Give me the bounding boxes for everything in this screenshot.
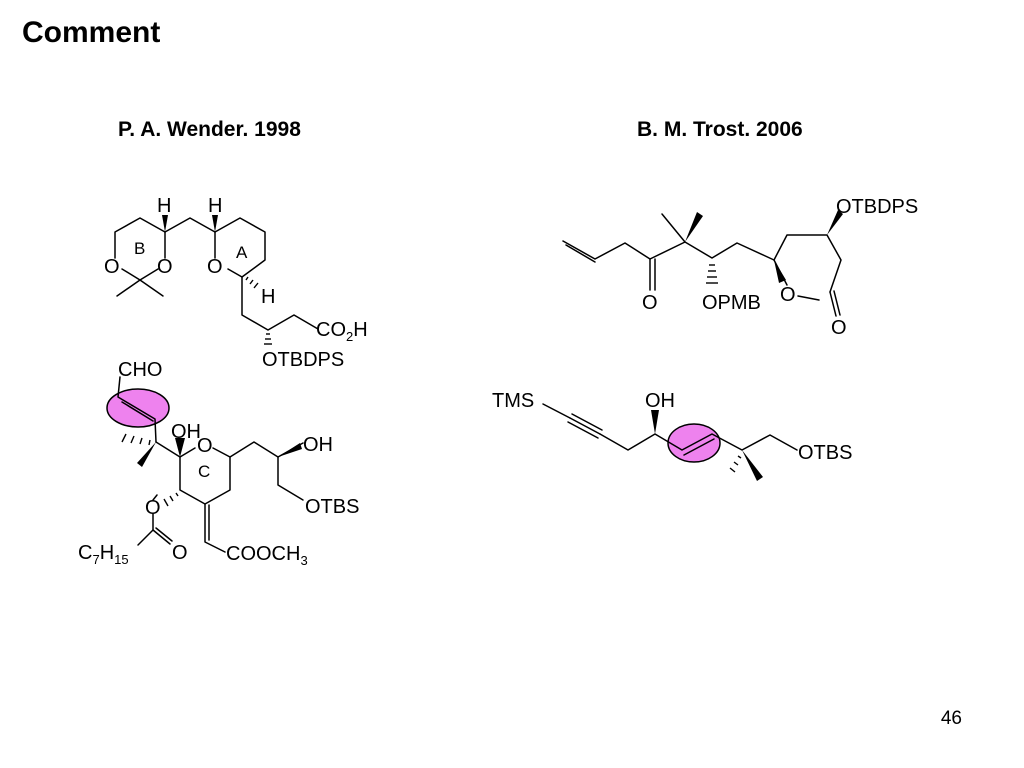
otbs-label: OTBS bbox=[305, 496, 359, 518]
atom-label: O bbox=[145, 497, 161, 519]
atom-label: O bbox=[197, 435, 213, 457]
hash-bond bbox=[264, 333, 272, 345]
wender-heading: P. A. Wender. 1998 bbox=[118, 118, 301, 141]
wedge-bond bbox=[137, 442, 156, 467]
atom-label: O bbox=[157, 256, 173, 278]
otbdps-label: OTBDPS bbox=[836, 196, 918, 218]
hash-bond bbox=[729, 455, 742, 473]
wedge-bond bbox=[162, 215, 168, 232]
otbdps-label: OTBDPS bbox=[262, 349, 344, 371]
ester-label: COOCH3 bbox=[226, 543, 308, 568]
hash-bond bbox=[706, 264, 718, 284]
atom-label: H bbox=[157, 195, 171, 217]
atom-label: O bbox=[207, 256, 223, 278]
slide-title: Comment bbox=[22, 16, 161, 49]
wender-fragment-structure: CHO OH O C OH OTBS O C7H15 O COOCH3 bbox=[78, 359, 359, 568]
hash-bond bbox=[121, 433, 151, 446]
trost-heading: B. M. Trost. 2006 bbox=[637, 118, 803, 141]
otbs-label: OTBS bbox=[798, 442, 852, 464]
carboxylic-acid-label: CO2H bbox=[316, 319, 368, 344]
atom-label: O bbox=[780, 284, 796, 306]
alkene-highlight bbox=[106, 388, 170, 428]
ring-label: A bbox=[236, 243, 248, 262]
hash-bond bbox=[245, 276, 259, 289]
tms-label: TMS bbox=[492, 390, 534, 412]
wedge-bond bbox=[278, 443, 302, 457]
wedge-bond bbox=[774, 260, 786, 283]
hash-bond bbox=[163, 492, 179, 507]
trost-fragment-structure: TMS OH OTBS bbox=[492, 390, 852, 481]
wender-target-structure: H H B A O O O H CO2H OTBDPS bbox=[104, 195, 368, 371]
ring-label: B bbox=[134, 239, 145, 258]
cho-label: CHO bbox=[118, 359, 162, 381]
trost-target-structure: OTBDPS O OPMB O O bbox=[562, 196, 918, 339]
atom-label: O bbox=[172, 542, 188, 564]
atom-label: H bbox=[261, 286, 275, 308]
atom-label: O bbox=[642, 292, 658, 314]
atom-label: H bbox=[208, 195, 222, 217]
oh-label: OH bbox=[645, 390, 675, 412]
page-number: 46 bbox=[940, 708, 962, 729]
oh-label: OH bbox=[303, 434, 333, 456]
wedge-bond bbox=[685, 212, 703, 242]
oh-label: OH bbox=[171, 421, 201, 443]
ring-label: C bbox=[198, 462, 210, 481]
wedge-bond bbox=[827, 210, 843, 235]
wedge-bond bbox=[175, 438, 185, 457]
wedge-bond bbox=[742, 450, 763, 481]
wedge-bond bbox=[651, 410, 659, 434]
wedge-bond bbox=[212, 215, 218, 232]
octyl-label: C7H15 bbox=[78, 542, 129, 567]
atom-label: O bbox=[831, 317, 847, 339]
atom-label: O bbox=[104, 256, 120, 278]
opmb-label: OPMB bbox=[702, 292, 761, 314]
